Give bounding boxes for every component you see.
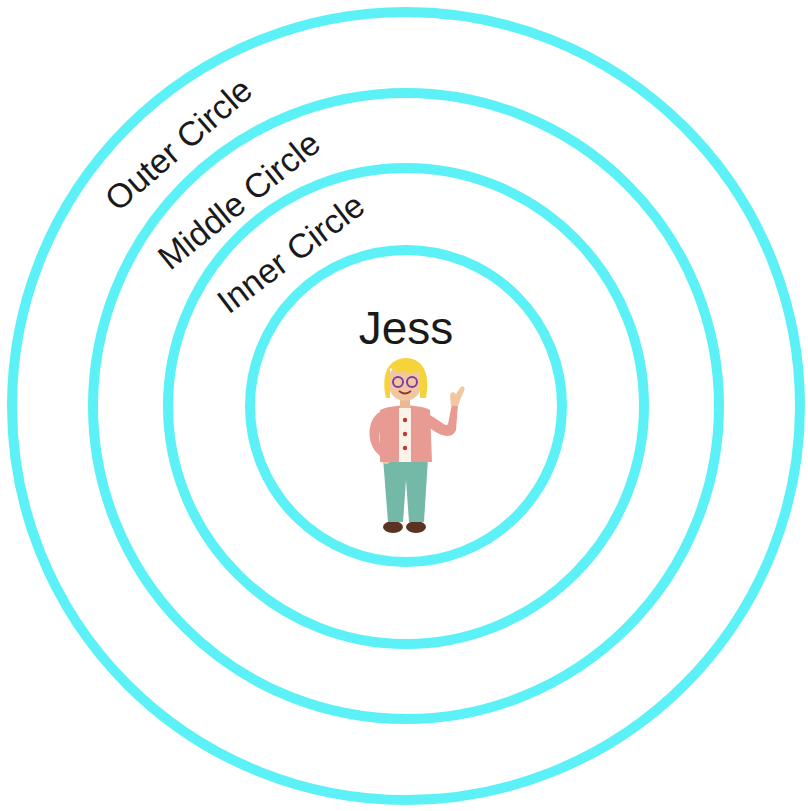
glasses	[393, 377, 403, 387]
circle-node: JessInner CircleMiddle Circle	[88, 88, 724, 724]
person-figure	[370, 358, 465, 533]
button	[403, 446, 407, 450]
left-arm	[370, 412, 390, 462]
circle-outline	[88, 88, 724, 724]
jacket	[380, 406, 432, 463]
label-holder: Jess	[359, 302, 454, 355]
shirt	[399, 408, 411, 462]
right-arm	[428, 404, 458, 436]
trousers	[383, 458, 428, 522]
circle-outline	[245, 245, 567, 567]
circle-ring	[12, 12, 800, 800]
shoe	[406, 521, 426, 533]
head	[388, 363, 422, 401]
right-hand	[450, 387, 465, 406]
glasses	[407, 377, 417, 387]
center-name: Jess	[359, 302, 454, 355]
left-hand	[381, 454, 391, 464]
circle-ring	[168, 168, 644, 644]
circle-node: JessInner CircleMiddle CircleOuter Circl…	[7, 7, 805, 805]
smile	[399, 391, 411, 394]
circle-node: Jess	[245, 245, 567, 567]
button	[403, 418, 407, 422]
neck	[400, 398, 410, 408]
circle-outline	[163, 163, 649, 649]
shoe	[383, 521, 403, 533]
circle-ring	[93, 93, 719, 719]
circle-node: JessInner Circle	[163, 163, 649, 649]
circle-ring	[250, 250, 562, 562]
circle-outline	[7, 7, 805, 805]
hair	[384, 358, 427, 398]
button	[403, 432, 407, 436]
